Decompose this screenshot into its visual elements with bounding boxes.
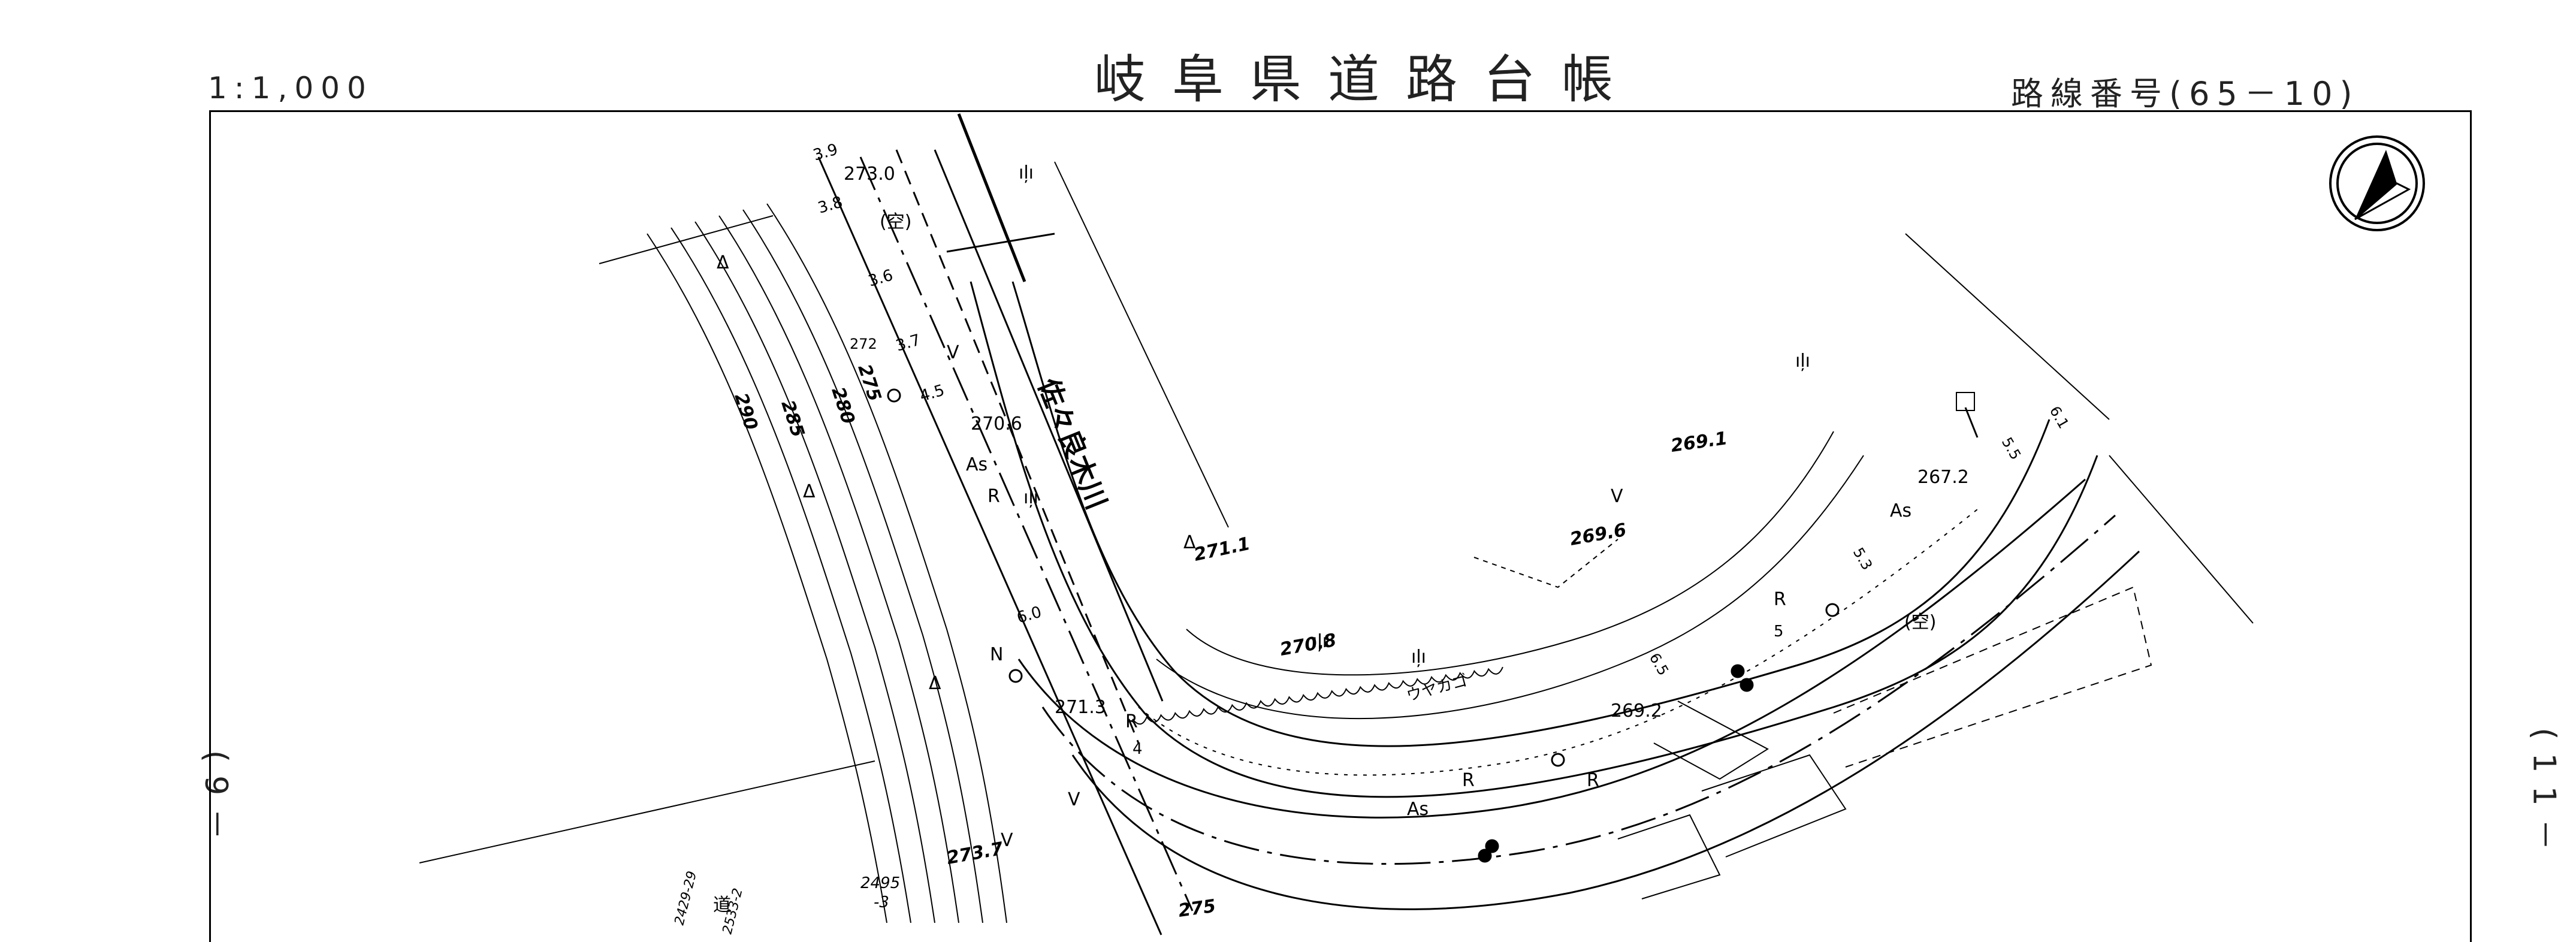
road-corridor-upper [817, 113, 1194, 935]
elevation-267-2: 267.2 [1917, 467, 1969, 488]
road-edge-mark-3: R [1462, 770, 1475, 791]
road-corridor-lower [1017, 478, 2140, 910]
grass-mark-2: ıļı [1023, 487, 1038, 508]
width-6-0: 6.0 [1015, 603, 1044, 627]
width-4: 4 [1133, 740, 1143, 758]
elevation-269-6: 269.6 [1568, 520, 1628, 550]
vacant-label-2: (空) [1904, 612, 1936, 633]
tree-mark-1: Δ [717, 252, 729, 273]
field-mark-2: V [1068, 789, 1080, 810]
width-6-1: 6.1 [2046, 403, 2072, 431]
route-number: 路線番号(65－10) [2011, 75, 2360, 113]
parcel-boundaries [419, 161, 2254, 899]
asphalt-mark-3: As [1890, 500, 1911, 521]
field-mark-1: V [947, 342, 959, 363]
elevation-271-1: 271.1 [1192, 533, 1252, 566]
grass-mark-3: ıļı [1411, 647, 1426, 668]
contour-290: 290 [730, 391, 762, 433]
width-4-5: 4.5 [918, 381, 947, 405]
width-5-5: 5.5 [1998, 434, 2024, 463]
elevation-275: 275 [1177, 896, 1217, 922]
tree-mark-3: Δ [929, 673, 941, 694]
ditch-mark: ウヤカゴ [1405, 672, 1469, 705]
scale-label: 1:1,000 [208, 71, 373, 105]
vacant-label-1: (空) [880, 212, 911, 233]
contour-272: 272 [850, 336, 877, 352]
river-name: 佐々良木川 [1031, 373, 1113, 514]
road-label: 道 [713, 895, 731, 916]
asphalt-mark-2: As [1407, 799, 1429, 820]
contour-lines [647, 203, 1007, 923]
width-5-3: 5.3 [1850, 545, 1876, 573]
elevation-271-3: 271.3 [1055, 697, 1106, 718]
road-edge-mark-5: R [1587, 770, 1599, 791]
parcel-2429-29: 2429-29 [672, 869, 700, 926]
contour-275: 275 [853, 362, 885, 404]
grass-mark-1: ıļı [1019, 162, 1034, 183]
tree-mark-4: Δ [1183, 532, 1196, 553]
contour-280: 280 [827, 385, 859, 427]
road-edge-mark-1: R [987, 486, 1000, 507]
width-3-6: 3.6 [866, 266, 895, 290]
parcel-2495-3: 2495-3 [860, 874, 900, 911]
road-edge-mark-4: R [1774, 589, 1786, 610]
elevation-270-6: 270.6 [971, 413, 1022, 434]
width-3-9: 3.9 [811, 140, 840, 164]
width-5: 5 [1774, 623, 1784, 641]
map-frame [209, 110, 2472, 942]
river-banks [970, 281, 2098, 798]
contour-285: 285 [777, 398, 808, 440]
north-marker-label: N [990, 644, 1003, 665]
elevation-273-0: 273.0 [844, 164, 895, 185]
tree-mark-2: Δ [803, 481, 816, 502]
elevation-269-1: 269.1 [1669, 428, 1729, 457]
parcel-2495-line1: 2495 [860, 874, 900, 892]
field-mark-4: V [1611, 486, 1623, 507]
north-arrow-icon [2329, 135, 2425, 231]
width-3-8: 3.8 [816, 193, 845, 217]
elevation-270-8: 270.8 [1278, 630, 1338, 660]
retaining-wall [1132, 666, 1503, 725]
asphalt-mark-1: As [966, 454, 987, 475]
width-6-5: 6.5 [1646, 650, 1672, 678]
grass-mark-4: ıļı [1312, 631, 1327, 652]
width-3-7: 3.7 [894, 331, 923, 355]
road-edge-mark-2: R [1125, 711, 1138, 732]
field-mark-3: V [1001, 830, 1013, 851]
parcel-2495-line2: -3 [874, 893, 889, 911]
grass-mark-5: ıļı [1795, 351, 1810, 372]
elevation-269-2: 269.2 [1611, 701, 1662, 721]
elevation-273-7: 273.7 [945, 838, 1005, 869]
map-title: 岐阜県道路台帳 [1094, 50, 1639, 110]
utility-markers [887, 388, 1840, 863]
